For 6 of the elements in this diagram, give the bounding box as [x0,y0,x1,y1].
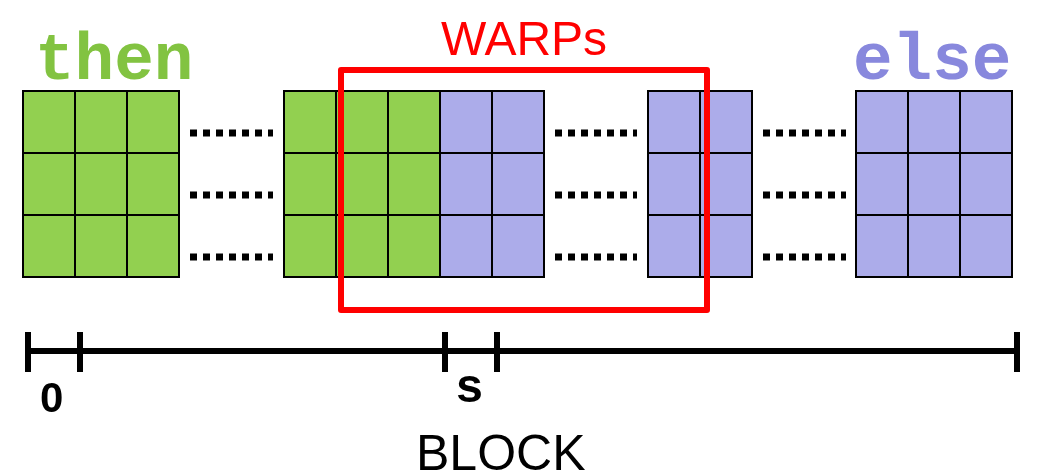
warp-label: WARPs [439,11,609,66]
branch-label: else [853,24,1012,99]
axis-label: 0 [40,374,64,422]
axis-title: BLOCK [416,424,586,472]
branch-label: then [35,24,194,99]
axis-label: s [455,362,484,416]
